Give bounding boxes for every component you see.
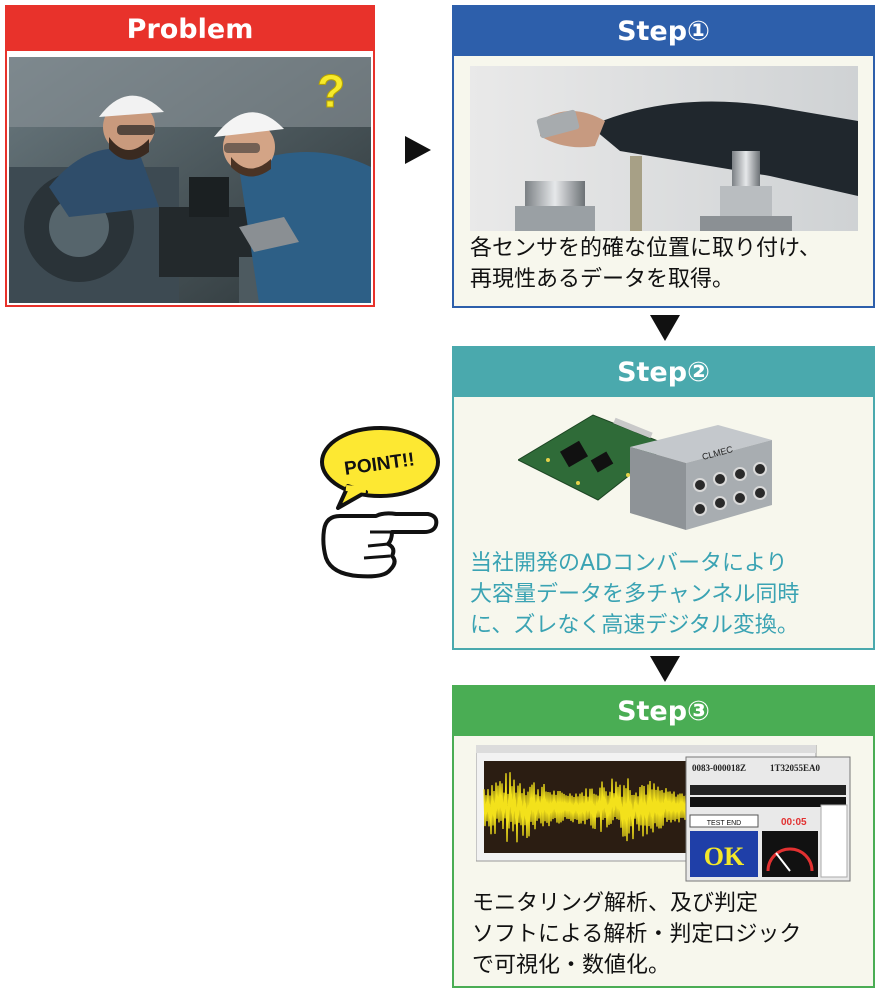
- step1-header: Step①: [454, 7, 873, 56]
- point-badge: POINT!!: [318, 420, 442, 580]
- model-number: 1T32055EA0: [770, 763, 821, 773]
- question-mark-icon: ?: [317, 65, 345, 117]
- ok-indicator: OK: [704, 842, 745, 871]
- step3-header: Step③: [454, 687, 873, 736]
- step2-header: Step②: [454, 348, 873, 397]
- arrow-down-icon: [650, 315, 680, 341]
- problem-header: Problem: [7, 7, 373, 51]
- step2-description: 当社開発のADコンバータにより 大容量データを多チャンネル同時 に、ズレなく高速…: [470, 551, 800, 638]
- arrow-right-icon: [405, 136, 431, 164]
- step1-description: 各センサを的確な位置に取り付け、 再現性あるデータを取得。: [470, 236, 821, 292]
- serial-number: 0083-000018Z: [692, 763, 746, 773]
- ad-converter-photo: CLMEC: [516, 405, 772, 540]
- sensor-photo: [470, 66, 858, 231]
- software-screenshot: 0083-000018Z 1T32055EA0 TEST END 00:05 O…: [475, 744, 852, 883]
- timer: 00:05: [781, 817, 807, 828]
- pointing-hand-icon: [321, 511, 439, 579]
- workers-photo: ?: [9, 57, 371, 303]
- problem-box: Problem: [5, 5, 375, 307]
- step3-description: モニタリング解析、及び判定 ソフトによる解析・判定ロジック で可視化・数値化。: [472, 891, 802, 978]
- arrow-down-icon: [650, 656, 680, 682]
- test-status: TEST END: [707, 820, 742, 827]
